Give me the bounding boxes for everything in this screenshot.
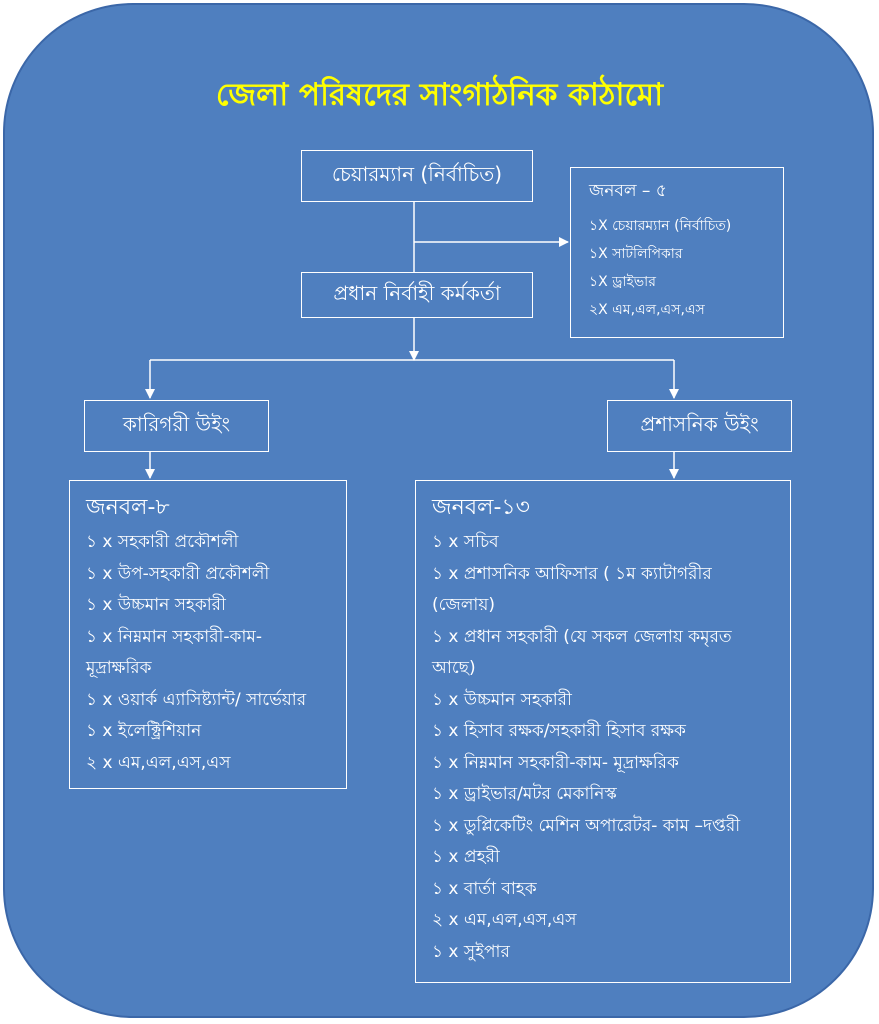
list-item: ২ x এম,এল,এস,এস: [86, 752, 231, 773]
list-item: ১ x বার্তা বাহক: [432, 878, 537, 899]
technical-wing-label: কারিগরী উইং: [122, 411, 231, 436]
admin-wing-label: প্রশাসনিক উইং: [640, 411, 759, 436]
list-item: ১ x ড্রাইভার/মটর মেকানিস্ক: [432, 784, 617, 804]
list-item: ১ x সুইপার: [432, 941, 510, 962]
list-item: মূদ্রাক্ষরিক: [86, 658, 152, 678]
technical-manpower-heading: জনবল-৮: [86, 495, 170, 520]
list-item: আছে): [432, 658, 476, 678]
manpower-top-box: জনবল – ৫ ১X চেয়ারম্যান (নির্বাচিত) ১X স…: [570, 167, 784, 338]
technical-manpower-list: ১ x সহকারী প্রকৌশলী ১ x উপ-সহকারী প্রকৌশ…: [86, 527, 340, 779]
admin-wing-box: প্রশাসনিক উইং: [607, 400, 792, 452]
list-item: ১ x উচ্চমান সহকারী: [432, 689, 572, 710]
admin-manpower-box: জনবল-১৩ ১ x সচিব ১ x প্রশাসনিক আফিসার ( …: [415, 480, 791, 983]
list-item: ১ x ডুপ্লিকেটিং মেশিন অপারেটর- কাম –দপ্ত…: [432, 815, 741, 836]
list-item: ২X এম,এল,এস,এস: [589, 302, 705, 318]
chairman-box: চেয়ারম্যান (নির্বাচিত): [301, 150, 533, 202]
list-item: ১ x প্রধান সহকারী (যে সকল জেলায় কমৃরত: [432, 626, 732, 647]
list-item: ১X চেয়ারম্যান (নির্বাচিত): [589, 218, 732, 234]
admin-manpower-list: ১ x সচিব ১ x প্রশাসনিক আফিসার ( ১ম ক্যাট…: [432, 527, 786, 968]
admin-manpower-heading: জনবল-১৩: [432, 495, 530, 520]
list-item: ১ x প্রহরী: [432, 847, 500, 867]
ceo-label: প্রধান নির্বাহী কর্মকর্তা: [333, 280, 501, 305]
list-item: ১ x প্রশাসনিক আফিসার ( ১ম ক্যাটাগরীর: [432, 563, 712, 584]
technical-wing-box: কারিগরী উইং: [84, 400, 269, 452]
list-item: ১ x নিম্নমান সহকারী-কাম- মূদ্রাক্ষরিক: [432, 752, 679, 773]
list-item: ১ x সহকারী প্রকৌশলী: [86, 532, 239, 552]
list-item: ১ x ইলেক্ট্রিশিয়ান: [86, 721, 202, 741]
background-panel: [3, 3, 874, 1018]
page-title: জেলা পরিষদের সাংগাঠনিক কাঠামো: [215, 77, 664, 113]
list-item: ১ x উপ-সহকারী প্রকৌশলী: [86, 563, 270, 584]
list-item: ১X সাটলিপিকার: [589, 246, 683, 262]
list-item: ১ x নিম্নমান সহকারী-কাম-: [86, 626, 262, 647]
list-item: ১ x হিসাব রক্ষক/সহকারী হিসাব রক্ষক: [432, 721, 686, 741]
list-item: ১ x উচ্চমান সহকারী: [86, 595, 226, 615]
ceo-box: প্রধান নির্বাহী কর্মকর্তা: [301, 272, 533, 318]
chairman-label: চেয়ারম্যান (নির্বাচিত): [331, 161, 503, 186]
list-item: ১X ড্রাইভার: [589, 274, 656, 290]
manpower-top-list: ১X চেয়ারম্যান (নির্বাচিত) ১X সাটলিপিকার…: [589, 212, 783, 324]
list-item: (জেলায়): [432, 595, 495, 615]
technical-manpower-box: জনবল-৮ ১ x সহকারী প্রকৌশলী ১ x উপ-সহকারী…: [69, 480, 347, 789]
list-item: ১ x ওয়ার্ক এ্যাসিষ্ট্যান্ট/ সার্ভেয়ার: [86, 689, 307, 710]
list-item: ১ x সচিব: [432, 532, 499, 552]
manpower-top-heading: জনবল – ৫: [589, 181, 667, 201]
list-item: ২ x এম,এল,এস,এস: [432, 910, 577, 930]
